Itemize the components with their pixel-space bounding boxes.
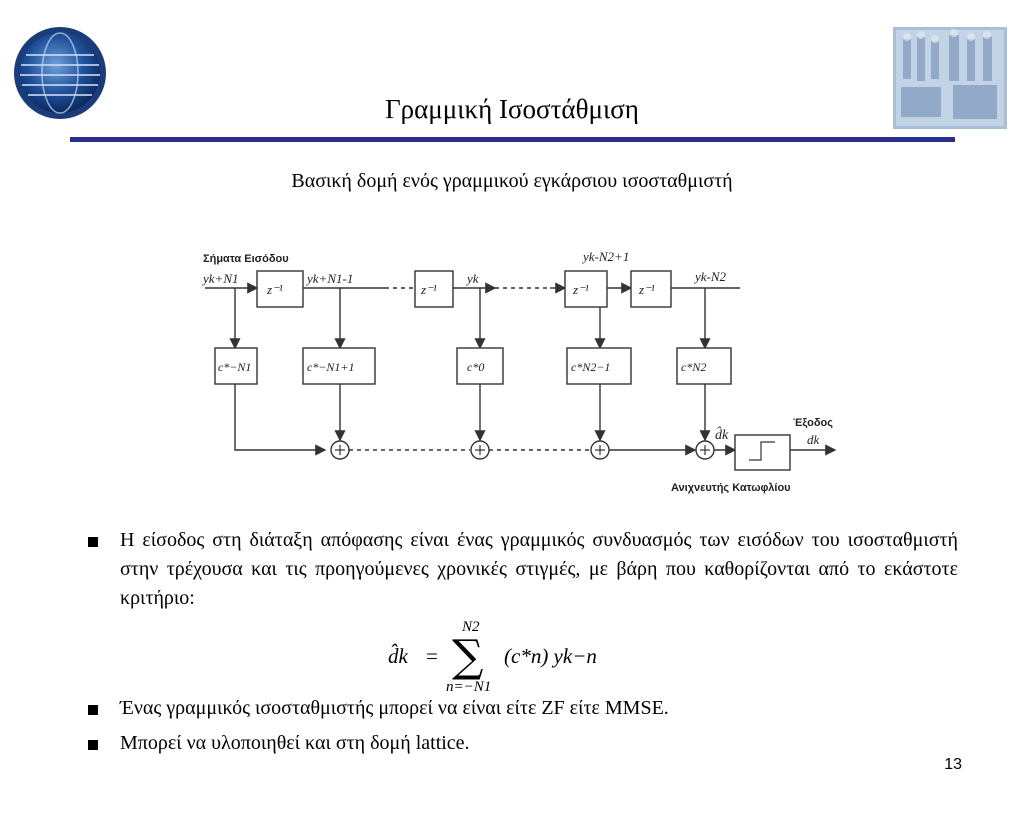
page-number: 13 — [944, 756, 962, 773]
slide-title: Γραμμική Ισοστάθμιση — [385, 94, 639, 124]
formula-equals: = — [426, 644, 438, 668]
weighted-sum-formula: d̂k = ∑ N2 n=−N1 (c*n) yk−n — [388, 619, 597, 695]
coefficient-label-1: c*−N1+1 — [307, 360, 355, 374]
ancient-relief-image — [893, 27, 1007, 129]
tap-label-3: yk-N2+1 — [581, 249, 629, 264]
formula-upper-limit: N2 — [461, 619, 480, 635]
coefficient-label-2: c*0 — [467, 360, 484, 374]
title-divider — [70, 137, 955, 142]
coefficient-label-3: c*N2−1 — [571, 360, 610, 374]
coefficient-label-0: c*−N1 — [218, 360, 251, 374]
formula-term: (c*n) yk−n — [504, 644, 597, 668]
transversal-equalizer-diagram: Σήματα Εισόδου Έξοδος Ανιχνευτής Κατωφλί… — [201, 249, 837, 494]
tap-label-0: yk+N1 — [201, 271, 238, 286]
university-logo-globe-icon — [14, 27, 106, 119]
input-signals-label: Σήματα Εισόδου — [203, 253, 289, 265]
threshold-detector-label: Ανιχνευτής Κατωφλίου — [671, 482, 791, 494]
delay-label-2: z⁻¹ — [572, 282, 589, 297]
bullet-text-1: Η είσοδος στη διάταξη απόφασης είναι ένα… — [120, 529, 958, 609]
bullet-text-3: Μπορεί να υλοποιηθεί και στη δομή lattic… — [120, 732, 470, 754]
formula-lower-limit: n=−N1 — [446, 679, 491, 695]
tap-label-4: yk-N2 — [693, 269, 727, 284]
coefficient-label-4: c*N2 — [681, 360, 706, 374]
decision-label: dk — [807, 432, 820, 447]
delay-label-3: z⁻¹ — [638, 282, 655, 297]
bullet-marker — [88, 740, 98, 750]
summation-sign: ∑ — [452, 631, 483, 682]
estimate-label: d̂k — [715, 426, 729, 443]
bullet-marker — [88, 705, 98, 715]
delay-label-1: z⁻¹ — [420, 282, 437, 297]
formula-lhs: d̂k — [388, 644, 409, 668]
tap-label-2: yk — [465, 271, 479, 286]
output-label: Έξοδος — [793, 417, 833, 429]
bullet-marker — [88, 537, 98, 547]
tap-label-1: yk+N1-1 — [305, 271, 353, 286]
diagram-caption: Βασική δομή ενός γραμμικού εγκάρσιου ισο… — [291, 170, 733, 192]
delay-label-0: z⁻¹ — [266, 282, 283, 297]
bullet-text-2: Ένας γραμμικός ισοσταθμιστής μπορεί να ε… — [120, 697, 669, 719]
